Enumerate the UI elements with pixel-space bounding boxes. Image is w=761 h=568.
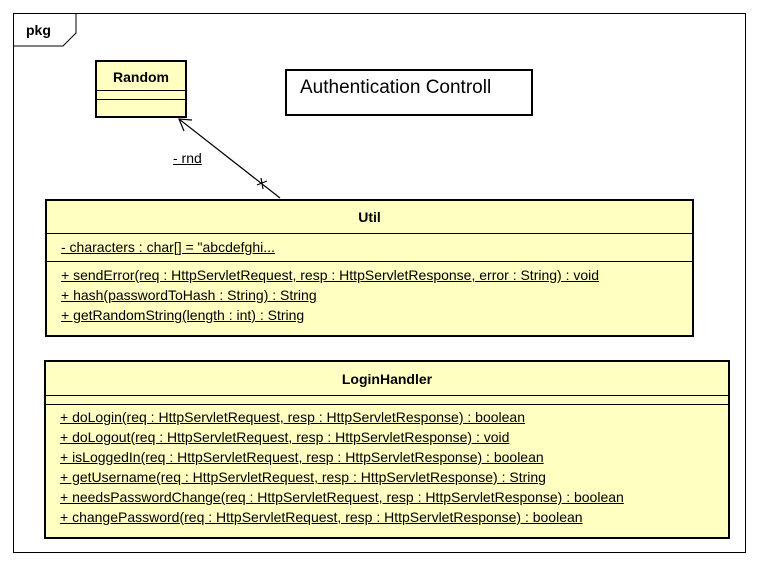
operations-compartment: + sendError(req : HttpServletRequest, re… xyxy=(47,261,692,325)
attributes-compartment: - characters : char[] = "abcdefghi... xyxy=(47,233,692,261)
operations-compartment: + doLogin(req : HttpServletRequest, resp… xyxy=(46,404,728,527)
attribute: - characters : char[] = "abcdefghi... xyxy=(61,239,275,255)
operation: + sendError(req : HttpServletRequest, re… xyxy=(61,267,600,283)
diagram-title-note: Authentication Controll xyxy=(285,69,533,116)
class-random[interactable]: Random xyxy=(95,60,187,118)
operation: + doLogout(req : HttpServletRequest, res… xyxy=(60,429,510,445)
class-name: Random xyxy=(113,69,169,85)
package-label: pkg xyxy=(26,22,51,38)
operation: + getUsername(req : HttpServletRequest, … xyxy=(60,469,546,485)
operation: + isLoggedIn(req : HttpServletRequest, r… xyxy=(60,449,544,465)
class-name: LoginHandler xyxy=(341,371,433,387)
attributes-compartment xyxy=(46,395,728,404)
class-name: Util xyxy=(358,209,381,225)
operation: + doLogin(req : HttpServletRequest, resp… xyxy=(60,409,525,425)
operation: + needsPasswordChange(req : HttpServletR… xyxy=(60,489,624,505)
operation: + getRandomString(length : int) : String xyxy=(61,307,305,323)
association-role-label: - rnd xyxy=(173,150,202,166)
operation: + hash(passwordToHash : String) : String xyxy=(61,287,317,303)
operation: + changePassword(req : HttpServletReques… xyxy=(60,509,583,525)
package-frame xyxy=(13,13,746,553)
operations-compartment xyxy=(97,99,185,118)
class-loginhandler[interactable]: LoginHandler + doLogin(req : HttpServlet… xyxy=(44,360,730,539)
package-tab xyxy=(13,13,78,47)
attributes-compartment xyxy=(97,90,185,99)
class-util[interactable]: Util - characters : char[] = "abcdefghi.… xyxy=(45,199,694,337)
